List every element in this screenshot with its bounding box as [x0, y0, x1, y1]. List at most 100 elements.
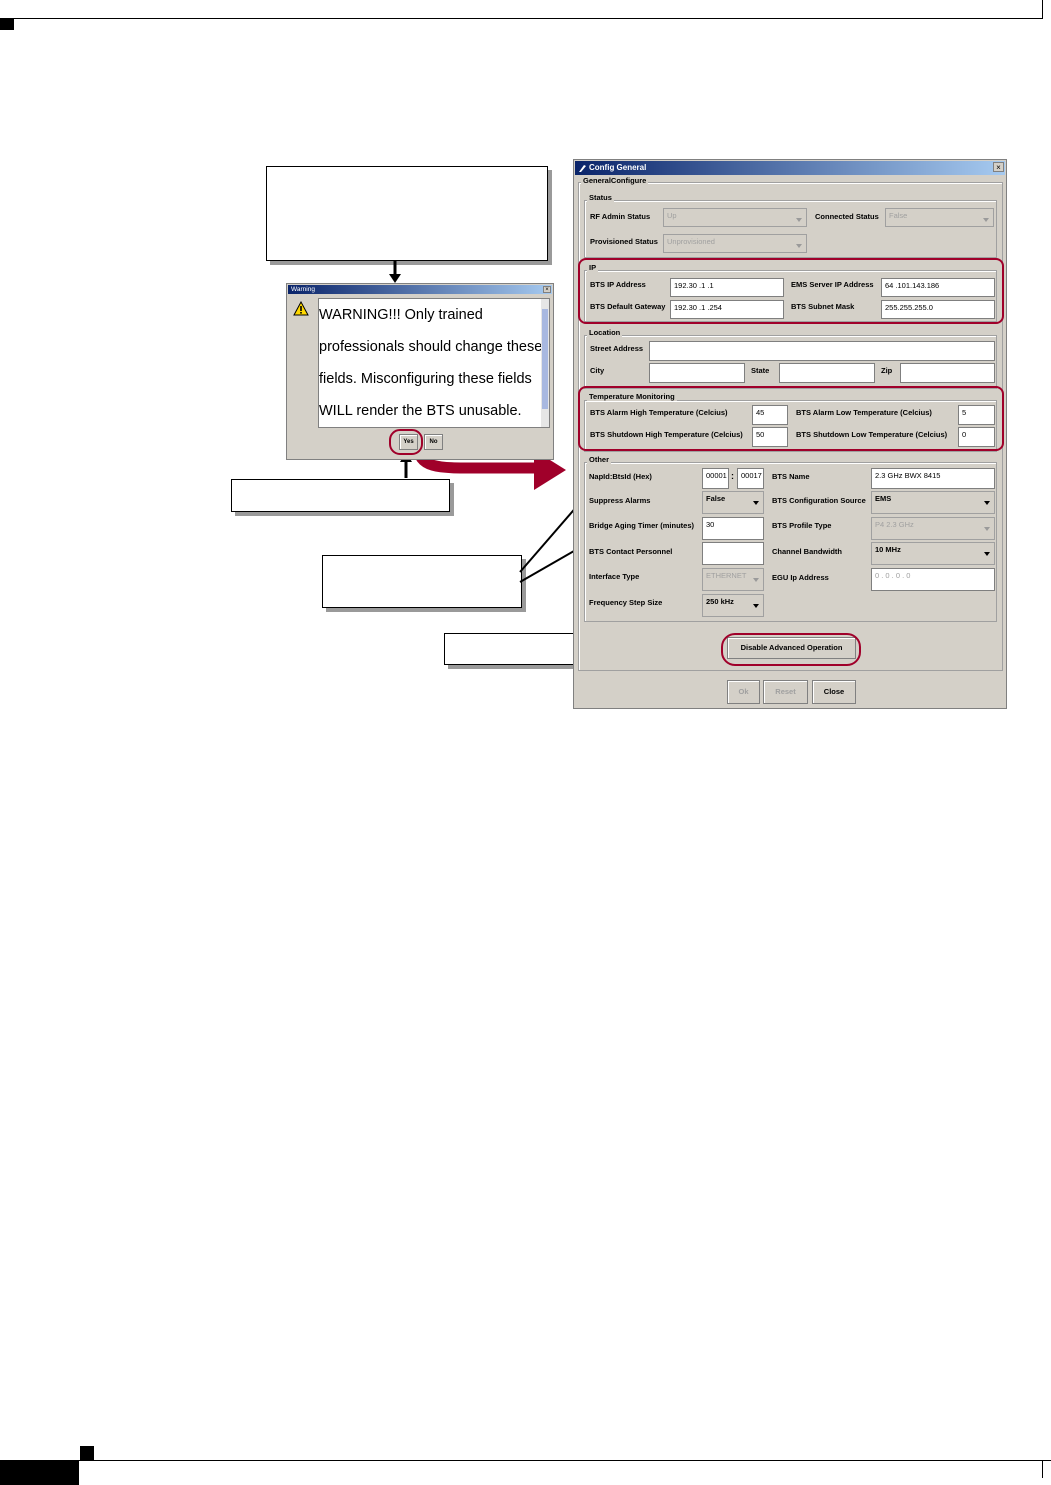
chevron-down-icon — [984, 527, 990, 531]
warning-icon — [293, 301, 309, 316]
warning-line-2: professionals should change these — [319, 339, 543, 355]
warning-dialog: Warning × WARNING!!! Only trained profes… — [286, 283, 554, 460]
alarm-high-temp-label: BTS Alarm High Temperature (Celcius) — [590, 408, 728, 417]
warning-no-button[interactable]: No — [424, 434, 443, 450]
warning-message-area: WARNING!!! Only trained professionals sh… — [318, 298, 550, 428]
config-source-label: BTS Configuration Source — [772, 496, 866, 505]
shutdown-low-temp-field[interactable]: 0 — [958, 427, 995, 447]
ems-server-ip-label: EMS Server IP Address — [791, 280, 874, 289]
bts-default-gateway-label: BTS Default Gateway — [590, 302, 666, 311]
napid-separator: : — [731, 471, 734, 481]
callout-box-yes — [231, 479, 450, 512]
rf-admin-status-value: Up — [667, 211, 677, 220]
page-bottom-rule — [0, 1460, 1051, 1461]
channel-bandwidth-select[interactable]: 10 MHz — [871, 542, 995, 565]
rf-admin-status-label: RF Admin Status — [590, 212, 651, 221]
city-field[interactable] — [649, 363, 745, 383]
warning-close-button[interactable]: × — [543, 286, 551, 293]
warning-line-4: WILL render the BTS unusable. — [319, 403, 522, 419]
channel-bandwidth-label: Channel Bandwidth — [772, 547, 842, 556]
warning-scroll-thumb[interactable] — [542, 309, 548, 409]
highlight-temperature-section — [578, 386, 1004, 451]
state-field[interactable] — [779, 363, 875, 383]
street-address-field[interactable] — [649, 341, 995, 361]
provisioned-status-select[interactable]: Unprovisioned — [663, 234, 807, 253]
bts-name-field[interactable]: 2.3 GHz BWX 8415 — [871, 468, 995, 489]
egu-ip-label: EGU Ip Address — [772, 573, 829, 582]
rf-admin-status-select[interactable]: Up — [663, 208, 807, 227]
connected-status-select[interactable]: False — [885, 208, 994, 227]
close-button[interactable]: Close — [812, 680, 856, 704]
general-configure-legend: GeneralConfigure — [581, 176, 649, 185]
freq-step-select[interactable]: 250 kHz — [702, 594, 764, 617]
config-source-value: EMS — [875, 494, 892, 503]
provisioned-status-label: Provisioned Status — [590, 237, 658, 246]
config-source-select[interactable]: EMS — [871, 491, 995, 514]
profile-type-label: BTS Profile Type — [772, 521, 832, 530]
red-flow-arrow-head — [534, 450, 566, 490]
interface-type-select[interactable]: ETHERNET — [702, 568, 764, 591]
connected-status-label: Connected Status — [815, 212, 879, 221]
egu-ip-field[interactable]: 0 . 0 . 0 . 0 — [871, 568, 995, 591]
zip-label: Zip — [881, 366, 893, 375]
other-group — [584, 462, 997, 622]
page-top-right-tick — [1042, 0, 1043, 19]
config-title: Config General — [589, 163, 647, 172]
chevron-down-icon — [753, 501, 759, 505]
alarm-low-temp-label: BTS Alarm Low Temperature (Celcius) — [796, 408, 932, 417]
warning-titlebar: Warning — [288, 285, 552, 294]
config-titlebar: Config General — [575, 161, 1005, 175]
interface-type-value: ETHERNET — [706, 571, 747, 580]
street-address-label: Street Address — [590, 344, 644, 353]
btsid-field[interactable]: 00017 — [737, 468, 764, 489]
connected-status-value: False — [889, 211, 908, 220]
chevron-down-icon — [753, 604, 759, 608]
arrow-head-warning — [389, 274, 401, 283]
warning-scrollbar[interactable] — [541, 299, 549, 427]
alarm-high-temp-field[interactable]: 45 — [752, 405, 788, 425]
bts-name-label: BTS Name — [772, 472, 810, 481]
disable-advanced-operation-button[interactable]: Disable Advanced Operation — [727, 637, 856, 659]
suppress-alarms-label: Suppress Alarms — [589, 496, 651, 505]
highlight-disable-advanced — [721, 633, 861, 666]
bts-subnet-mask-field[interactable]: 255.255.255.0 — [881, 300, 995, 319]
provisioned-status-value: Unprovisioned — [667, 237, 715, 246]
other-legend: Other — [587, 455, 612, 464]
page-top-marker — [0, 18, 14, 30]
shutdown-high-temp-field[interactable]: 50 — [752, 427, 788, 447]
napid-btsid-label: NapId:BtsId (Hex) — [589, 472, 652, 481]
contact-personnel-field[interactable] — [702, 542, 764, 565]
page-bottom-marker — [80, 1446, 94, 1460]
shutdown-high-temp-label: BTS Shutdown High Temperature (Celcius) — [590, 430, 743, 439]
location-legend: Location — [587, 328, 623, 337]
ems-server-ip-field[interactable]: 64 .101.143.186 — [881, 278, 995, 297]
temperature-group — [584, 400, 997, 452]
interface-type-label: Interface Type — [589, 572, 640, 581]
reset-button[interactable]: Reset — [763, 680, 808, 704]
napid-field[interactable]: 00001 — [702, 468, 729, 489]
warning-title: Warning — [291, 286, 315, 293]
chevron-down-icon — [753, 578, 759, 582]
freq-step-label: Frequency Step Size — [589, 598, 663, 607]
location-group — [584, 335, 997, 389]
channel-bandwidth-value: 10 MHz — [875, 545, 901, 554]
java-icon — [579, 165, 586, 172]
bridge-aging-field[interactable]: 30 — [702, 517, 764, 540]
profile-type-value: P4 2.3 GHz — [875, 520, 914, 529]
chevron-down-icon — [983, 218, 989, 222]
profile-type-select[interactable]: P4 2.3 GHz — [871, 517, 995, 540]
page-bottom-right-tick — [1042, 1460, 1043, 1478]
bts-ip-address-field[interactable]: 192.30 .1 .1 — [670, 278, 784, 297]
ip-group — [584, 270, 997, 322]
ok-button[interactable]: Ok — [727, 680, 760, 704]
callout-box-fields — [322, 555, 522, 608]
city-label: City — [590, 366, 605, 375]
suppress-alarms-select[interactable]: False — [702, 491, 764, 514]
bts-ip-address-label: BTS IP Address — [590, 280, 646, 289]
contact-personnel-label: BTS Contact Personnel — [589, 547, 673, 556]
ip-legend: IP — [587, 263, 599, 272]
config-close-x-button[interactable]: × — [993, 162, 1004, 172]
bts-default-gateway-field[interactable]: 192.30 .1 .254 — [670, 300, 784, 319]
zip-field[interactable] — [900, 363, 995, 383]
alarm-low-temp-field[interactable]: 5 — [958, 405, 995, 425]
